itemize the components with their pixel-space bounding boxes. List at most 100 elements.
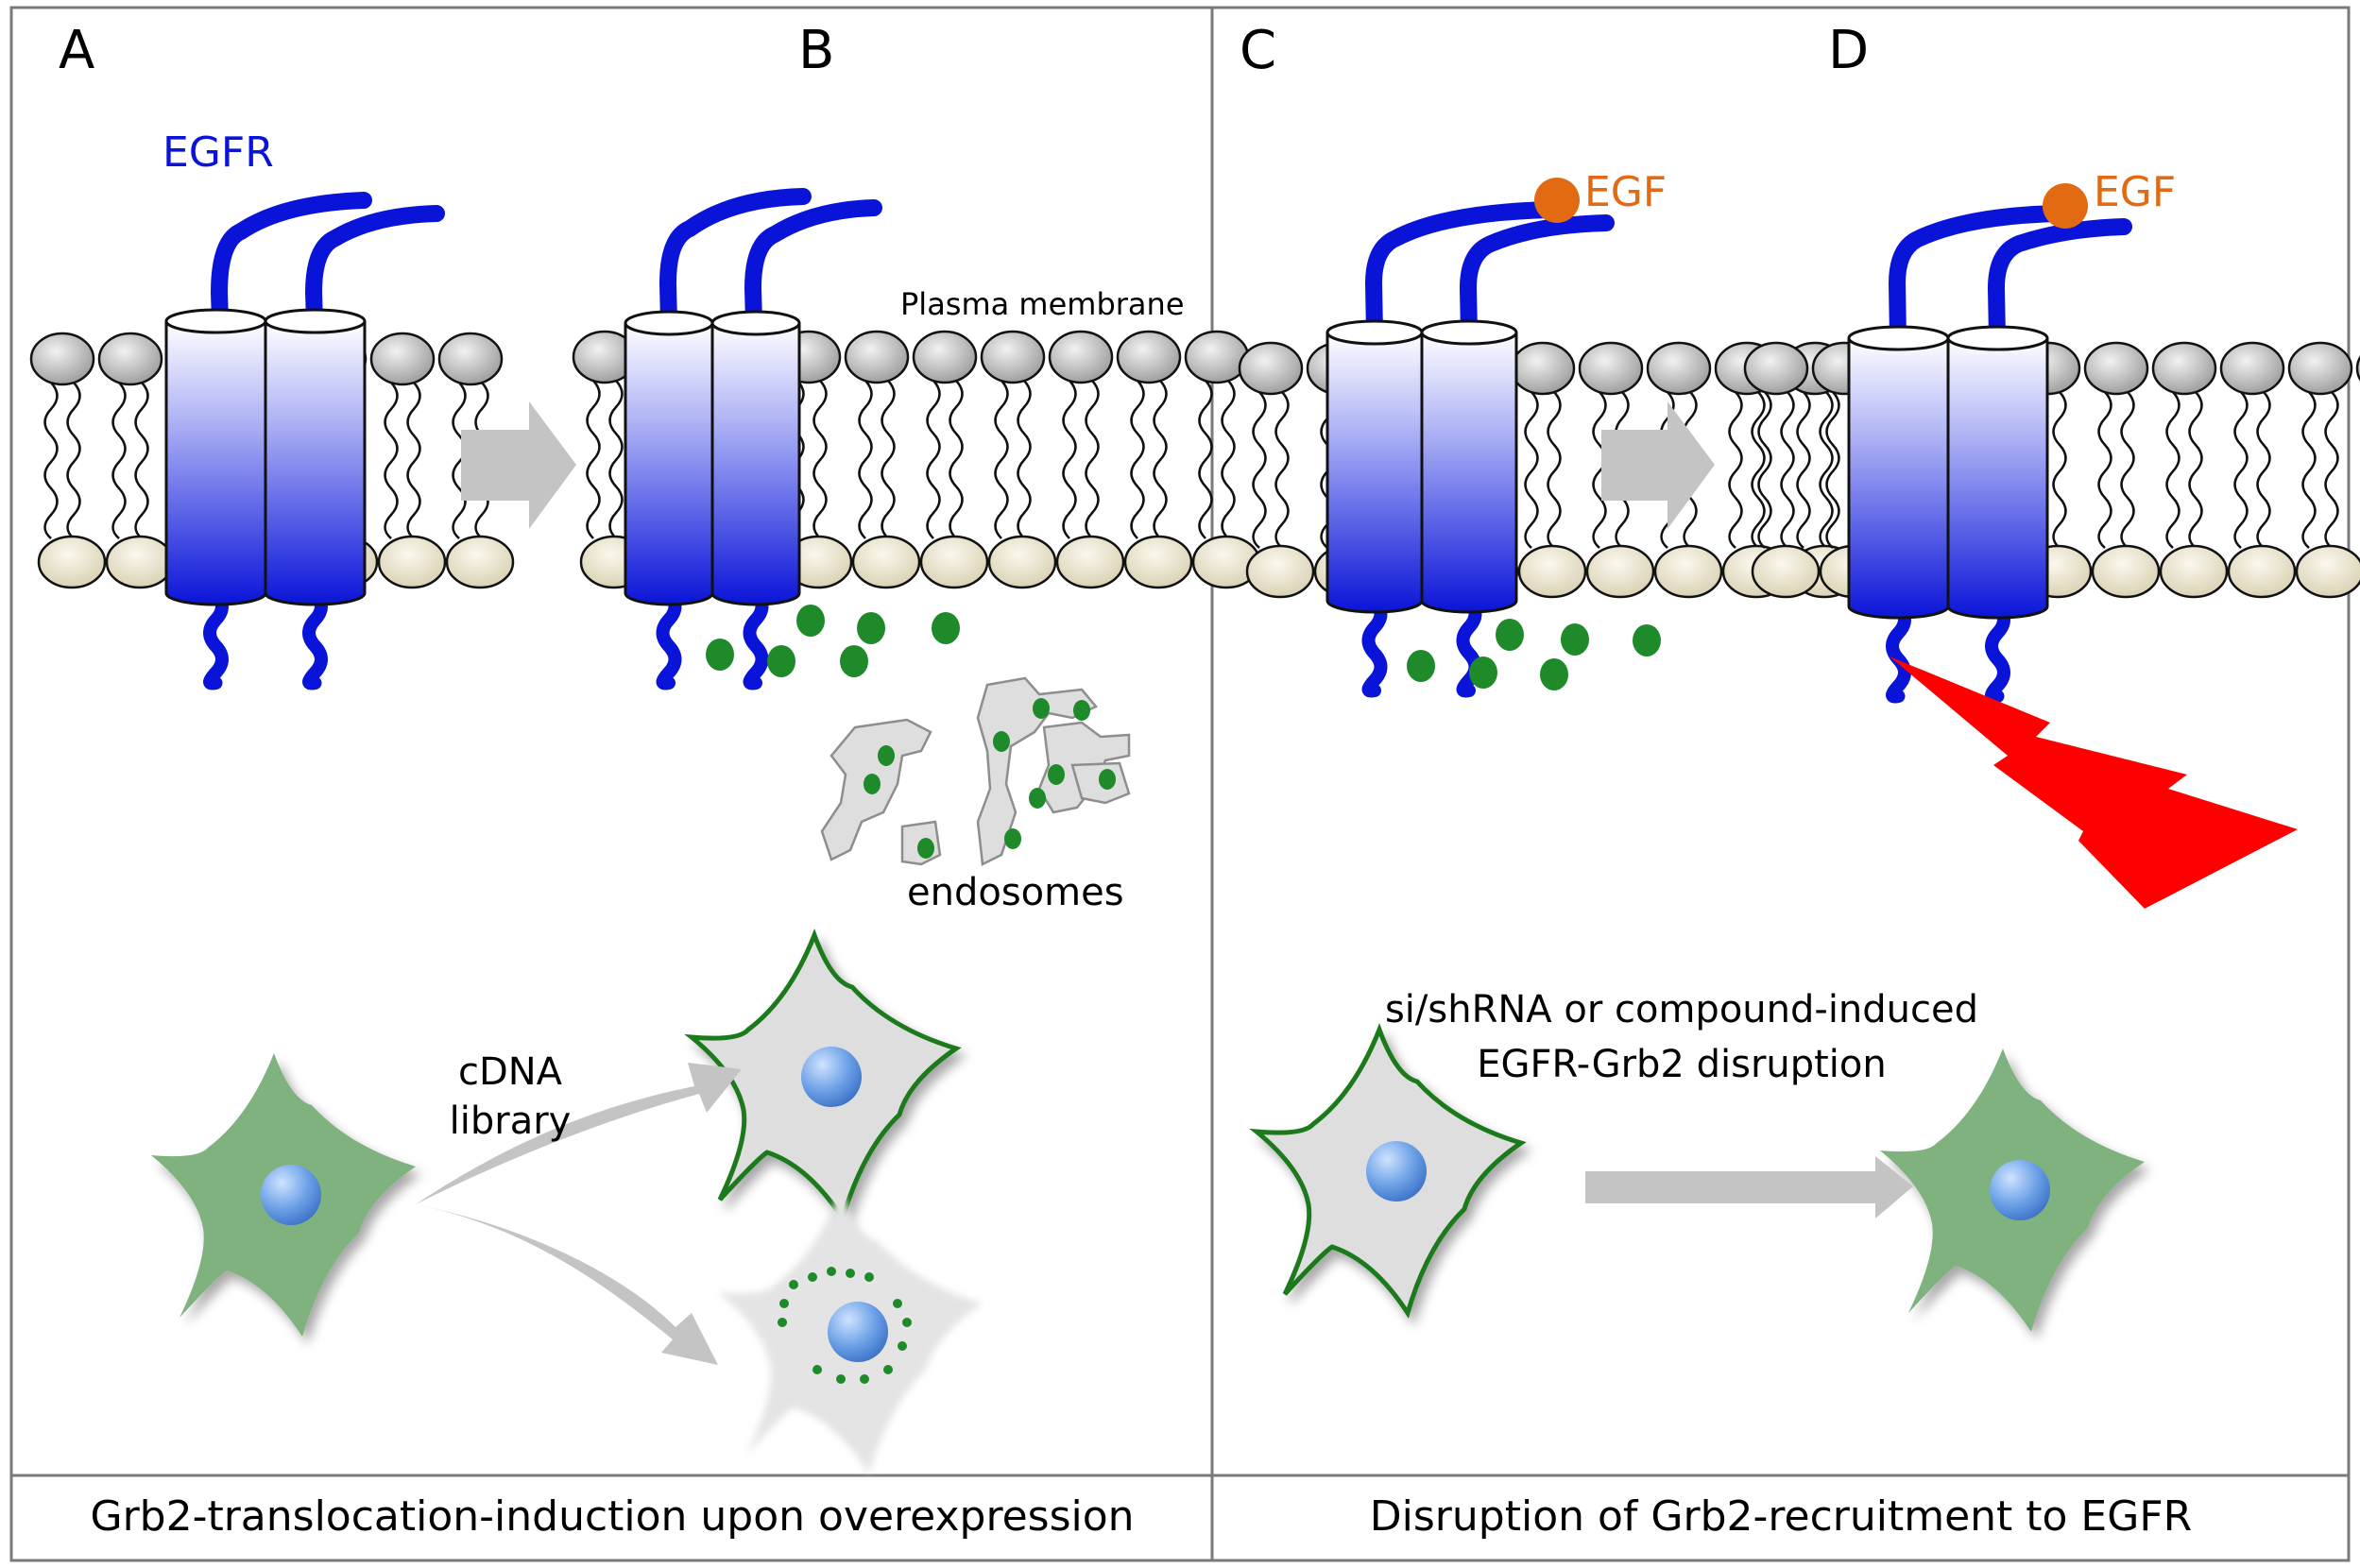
lipid-tail xyxy=(1796,391,1811,549)
panel-label-c: C xyxy=(1240,20,1276,81)
egfr-cylinder-top xyxy=(1847,325,1950,351)
lipid-tail xyxy=(2233,391,2249,549)
lipid-tail xyxy=(384,382,399,539)
egfr-dimer-a xyxy=(164,192,445,690)
lipid-tail xyxy=(1825,391,1840,549)
lipid-head-outer xyxy=(1048,330,1114,384)
lipid-tail xyxy=(2301,391,2317,549)
lipid-head-inner xyxy=(1245,544,1315,599)
lipid-tail xyxy=(1221,380,1236,539)
lipid-tail xyxy=(2188,391,2203,549)
grb2-dots-c xyxy=(1407,619,1661,690)
lipid-tail xyxy=(858,380,873,539)
lipid-tail xyxy=(1085,380,1100,539)
lipid-head-inner xyxy=(987,535,1057,589)
egfr-cylinder-top xyxy=(164,308,267,334)
panel-label-b: B xyxy=(798,20,834,81)
lipid-head-outer xyxy=(1116,330,1182,384)
egfr-intracellular-tail xyxy=(1886,600,1911,704)
grb2-cytoplasmic-dot xyxy=(860,1374,869,1384)
lipid-head-outer xyxy=(97,332,163,386)
egfr-dimer-d xyxy=(1847,205,2132,704)
panel-label-d: D xyxy=(1828,20,1869,81)
egfr-transmembrane-cylinder xyxy=(710,323,801,606)
arrow-to-bottom-cell xyxy=(416,1204,718,1365)
egfr-extracellular-chain xyxy=(658,188,812,332)
lipid-tail xyxy=(1751,391,1766,549)
grb2-cytoplasmic-dot xyxy=(808,1272,817,1282)
egfr-cylinder-top xyxy=(624,310,714,336)
lipid-tail xyxy=(1524,391,1539,549)
lipid-tail xyxy=(994,380,1009,539)
lipid-head-inner xyxy=(2091,544,2161,599)
lipid-head-inner xyxy=(919,535,989,589)
cell-nucleus xyxy=(1366,1141,1427,1202)
lipid-tail xyxy=(812,380,828,539)
egfr-transmembrane-cylinder xyxy=(1325,332,1424,614)
egfr-intracellular-tail xyxy=(743,587,769,690)
lipid-tail xyxy=(2052,391,2067,549)
lipid-head-inner xyxy=(1585,544,1655,599)
lipid-head-inner xyxy=(1751,544,1821,599)
lipid-head-outer xyxy=(2219,341,2285,396)
lipid-tail xyxy=(926,380,941,539)
arrow-c-to-d xyxy=(1601,401,1715,529)
grb2-cytoplasmic-dot xyxy=(812,1365,822,1374)
cell-untransfected xyxy=(151,1053,416,1337)
grb2-cytoplasmic-dot xyxy=(778,1318,787,1327)
lipid-head-outer xyxy=(2083,341,2149,396)
egfr-extracellular-chain xyxy=(1364,201,1558,341)
lipid-tail xyxy=(1274,391,1290,549)
egfr-cylinder-top xyxy=(1325,319,1424,346)
lipid-head-outer xyxy=(980,330,1046,384)
plasma-membrane-label: Plasma membrane xyxy=(900,286,1185,322)
grb2-cytoplasmic-dot xyxy=(893,1299,902,1308)
cell-nucleus xyxy=(828,1302,888,1362)
lipid-tail xyxy=(2120,391,2135,549)
egfr-transmembrane-cylinder xyxy=(1946,338,2049,620)
lipid-head-outer xyxy=(437,332,504,386)
egfr-intracellular-tail xyxy=(1361,594,1388,698)
egfr-cylinder-top xyxy=(1946,325,2049,351)
lipid-head-outer xyxy=(29,332,95,386)
lipid-tail xyxy=(1592,391,1607,549)
egfr-intracellular-tail xyxy=(203,587,229,690)
grb2-cytoplasmic-dot xyxy=(898,1341,907,1351)
lipid-head-outer xyxy=(1743,341,1809,396)
grb2-cytoplasmic-dot xyxy=(836,1374,846,1384)
egfr-transmembrane-cylinder xyxy=(624,323,714,606)
cell-after-disruption xyxy=(1880,1048,2145,1332)
lipid-head-inner xyxy=(377,535,447,589)
grb2-cytoplasmic-dot xyxy=(864,1272,874,1282)
lipid-head-inner xyxy=(445,535,515,589)
lipid-head-outer xyxy=(2355,355,2360,382)
egfr-label: EGFR xyxy=(162,128,274,177)
lipid-tail xyxy=(1547,391,1562,549)
egfr-cylinder-top xyxy=(710,310,801,336)
cdna-label-line1: cDNA xyxy=(458,1050,563,1094)
grb2-dots-b xyxy=(706,605,960,677)
lipid-head-inner xyxy=(1653,544,1723,599)
lipid-head-inner xyxy=(851,535,921,589)
lipid-tail xyxy=(1130,380,1145,539)
lipid-head-inner xyxy=(2159,544,2229,599)
egfr-cylinder-top xyxy=(264,308,367,334)
lipid-tail xyxy=(1780,391,1795,549)
egf-label-d: EGF xyxy=(2094,168,2176,216)
egfr-extracellular-chain xyxy=(1987,218,2132,347)
cell-nucleus xyxy=(261,1165,321,1225)
cell-cytoplasmic-grb2 xyxy=(718,1190,983,1474)
arrow-to-top-cell xyxy=(416,1063,742,1204)
egfr-intracellular-tail xyxy=(302,587,328,690)
figure-frame xyxy=(9,6,2351,1562)
egfr-transmembrane-cylinder xyxy=(1420,332,1518,614)
egfr-cylinder-top xyxy=(1420,319,1518,346)
lipid-tail xyxy=(66,382,81,539)
lipid-tail xyxy=(406,382,421,539)
grb2-cytoplasmic-dot xyxy=(883,1365,893,1374)
lipid-tail xyxy=(1198,380,1213,539)
grb2-cytoplasmic-dot xyxy=(846,1269,855,1278)
lipid-tail xyxy=(949,380,964,539)
egfr-dimer-c xyxy=(1325,201,1615,698)
lipid-tail xyxy=(2324,391,2339,549)
